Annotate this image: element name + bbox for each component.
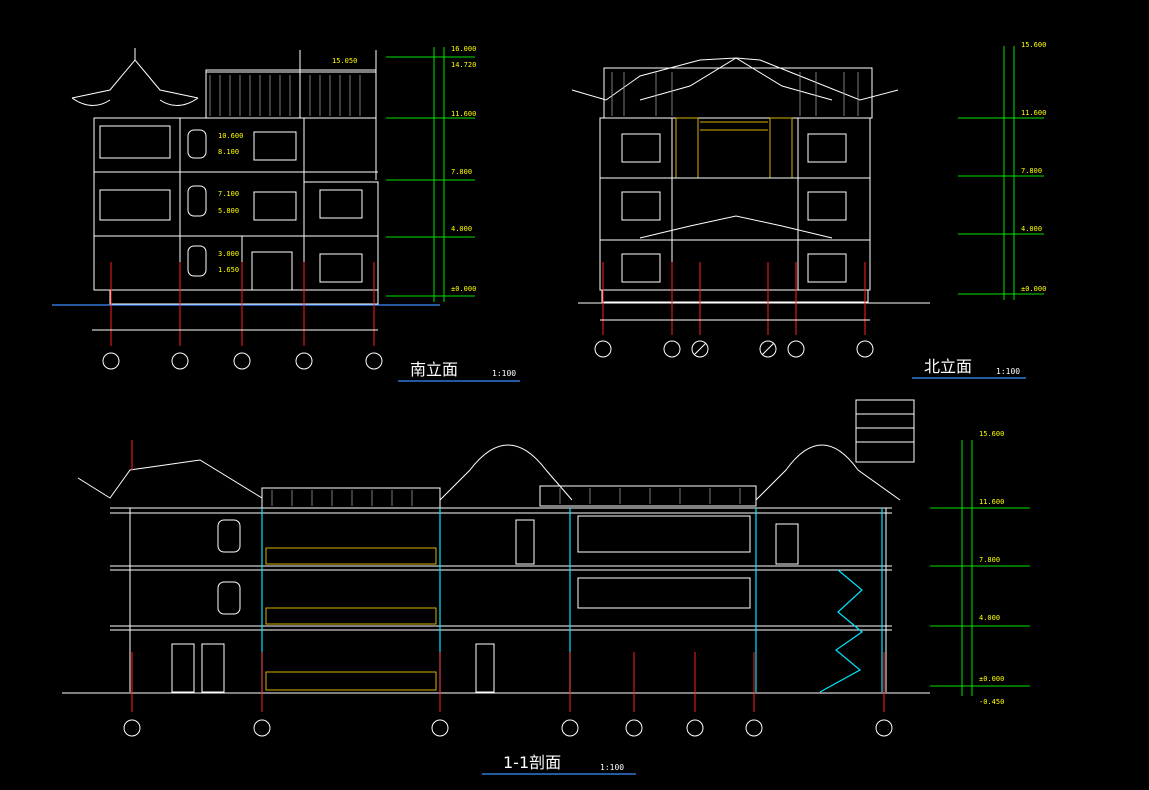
south-level-2: 15.050 [332, 57, 357, 65]
north-elevation-scale: 1:100 [996, 367, 1020, 376]
north-level-5: ±0.000 [1021, 285, 1046, 293]
south-level-9: 5.800 [218, 207, 239, 215]
south-level-11: 3.000 [218, 250, 239, 258]
south-level-12: 1.650 [218, 266, 239, 274]
section-level-5: ±0.000 [979, 675, 1004, 683]
south-elevation: 16.000 15.050 14.720 11.600 10.600 8.100… [52, 45, 520, 382]
south-elevation-title: 南立面 [410, 360, 458, 379]
south-elevation-scale: 1:100 [492, 369, 516, 378]
section-1-1: 15.600 11.600 7.800 4.000 ±0.000 -0.450 … [62, 399, 1030, 775]
section-level-3: 7.800 [979, 556, 1000, 564]
north-elevation: 15.600 11.600 7.800 4.000 ±0.000 北立面 1:1… [571, 41, 1046, 379]
south-level-13: ±0.000 [451, 285, 476, 293]
south-level-1: 16.000 [451, 45, 476, 53]
section-level-2: 11.600 [979, 498, 1004, 506]
south-level-7: 7.800 [451, 168, 472, 176]
south-level-5: 10.600 [218, 132, 243, 140]
north-level-4: 4.000 [1021, 225, 1042, 233]
south-level-4: 11.600 [451, 110, 476, 118]
south-level-10: 4.000 [451, 225, 472, 233]
section-title: 1-1剖面 [503, 753, 561, 772]
south-level-3: 14.720 [451, 61, 476, 69]
section-scale: 1:100 [600, 763, 624, 772]
south-level-8: 7.100 [218, 190, 239, 198]
south-level-6: 8.100 [218, 148, 239, 156]
north-level-2: 11.600 [1021, 109, 1046, 117]
north-elevation-title: 北立面 [924, 357, 972, 376]
north-level-1: 15.600 [1021, 41, 1046, 49]
section-level-6: -0.450 [979, 698, 1004, 706]
north-level-3: 7.800 [1021, 167, 1042, 175]
section-level-1: 15.600 [979, 430, 1004, 438]
section-level-4: 4.000 [979, 614, 1000, 622]
